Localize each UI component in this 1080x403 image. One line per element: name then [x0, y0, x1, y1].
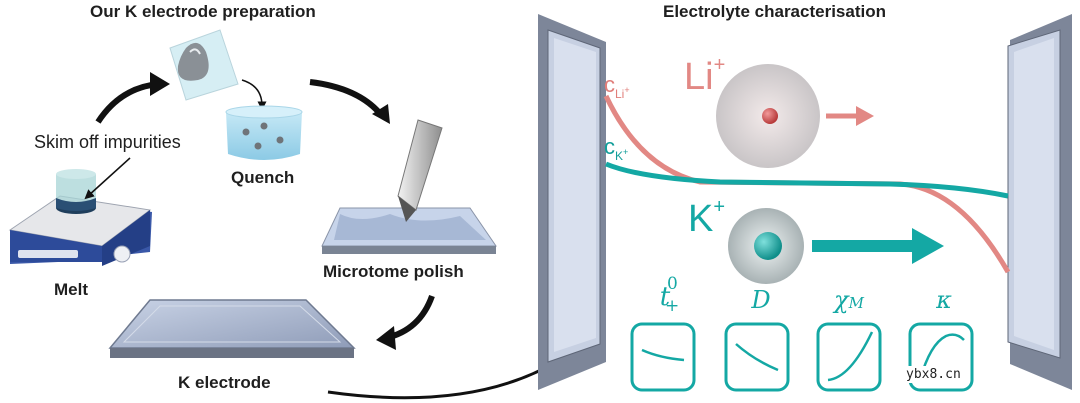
quench-beaker [225, 105, 303, 160]
right-electrode [1007, 14, 1072, 390]
k-arrowhead [912, 228, 944, 264]
li-arrowhead [856, 106, 874, 126]
arrow-to-characterisation [327, 360, 557, 400]
k-ion-label: K+ [688, 196, 726, 240]
k-droplet [169, 29, 239, 101]
li-concentration-label: cLi+ [604, 72, 630, 101]
arrowhead [376, 326, 396, 350]
watermark: ybx8.cn [902, 366, 965, 383]
li-ion-label: Li+ [684, 54, 726, 98]
param-box-transference [630, 322, 696, 392]
diffusion-symbol: D [751, 286, 771, 314]
k-electrode-label: K electrode [178, 373, 271, 392]
arrow-melt-to-drop [95, 81, 159, 124]
conductivity-symbol: κ [936, 286, 952, 314]
param-box-susceptibility [816, 322, 882, 392]
left-panel-title: Our K electrode preparation [90, 2, 316, 21]
k-concentration-curve [605, 161, 1009, 199]
left-electrode [538, 14, 606, 390]
quench-label: Quench [231, 168, 295, 187]
crucible [56, 169, 96, 214]
arrowhead [372, 104, 390, 124]
skim-pointer [84, 157, 131, 200]
arrow-to-microtome [309, 79, 385, 118]
microtome [321, 119, 497, 254]
k-ion-ball [754, 232, 782, 260]
arrowhead [150, 72, 170, 96]
microtome-polish-label: Microtome polish [323, 262, 464, 281]
hot-plate [8, 195, 152, 266]
k-concentration-label: cK+ [604, 134, 629, 163]
k-electrode-plate [108, 299, 356, 358]
melt-label: Melt [54, 280, 88, 299]
skim-label: Skim off impurities [34, 132, 181, 152]
li-ion-ball [762, 108, 778, 124]
susceptibility-symbol: χM [834, 286, 864, 314]
param-box-diffusion [724, 322, 790, 392]
right-panel-title: Electrolyte characterisation [663, 2, 886, 21]
arrow-to-quench [241, 79, 267, 111]
